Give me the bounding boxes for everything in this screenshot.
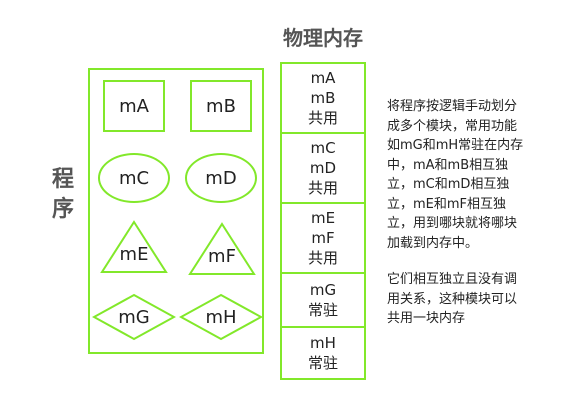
module-me-shape	[100, 220, 168, 273]
module-ma: mA	[103, 80, 165, 132]
description-paragraph-1: 将程序按逻辑手动划分 成多个模块，常用功能 如mG和mH常驻在内存 中，mA和m…	[387, 97, 559, 253]
memory-block-4: mG 常驻	[280, 272, 366, 328]
memory-block-line: mD	[309, 159, 337, 177]
module-mc: mC	[98, 153, 170, 203]
memory-block-line: mH	[310, 334, 336, 352]
module-mg-label: mG	[118, 306, 150, 328]
description-text: 将程序按逻辑手动划分 成多个模块，常用功能 如mG和mH常驻在内存 中，mA和m…	[387, 97, 559, 329]
description-line: 用关系，这种模块可以	[387, 291, 518, 307]
module-mg-shape	[92, 293, 176, 341]
memory-block-line: mG	[309, 281, 337, 299]
program-label-text: 程序	[51, 167, 74, 222]
module-mc-label: mC	[118, 167, 150, 189]
physical-memory-title: 物理内存	[283, 26, 363, 50]
memory-block-line: mB	[310, 89, 336, 107]
description-line: 立，mE和mF相互独	[387, 196, 507, 212]
description-line: 加载到内存中。	[387, 235, 479, 251]
module-mf-label: mF	[208, 245, 236, 267]
memory-block-line: 常驻	[307, 301, 338, 319]
description-line: 立，用到哪块就将哪块	[387, 216, 518, 231]
description-line: 成多个模块，常用功能	[387, 118, 518, 134]
program-container	[88, 68, 264, 354]
module-md: mD	[185, 153, 257, 203]
module-me: mE	[100, 238, 168, 270]
memory-block-line: 共用	[307, 109, 338, 127]
module-mf: mF	[188, 240, 256, 272]
module-md-label: mD	[205, 167, 237, 189]
module-ma-label: mA	[119, 95, 149, 117]
description-line: 将程序按逻辑手动划分	[387, 99, 518, 114]
physical-memory-column: mA mB 共用 mC mD 共用 mE mF 共用 mG 常驻 mH 常驻	[280, 62, 366, 380]
description-line: 共用一块内存	[387, 311, 466, 326]
module-mh: mH	[179, 301, 263, 333]
module-mh-label: mH	[205, 306, 237, 328]
module-mg: mG	[92, 301, 176, 333]
module-mh-shape	[179, 293, 263, 341]
memory-block-2: mC mD 共用	[280, 132, 366, 204]
program-label: 程序	[48, 165, 78, 225]
memory-block-3: mE mF 共用	[280, 202, 366, 274]
module-mf-shape	[188, 222, 256, 275]
memory-block-1: mA mB 共用	[280, 62, 366, 134]
memory-block-5: mH 常驻	[280, 326, 366, 380]
module-me-label: mE	[119, 243, 149, 265]
description-paragraph-2: 它们相互独立且没有调 用关系，这种模块可以 共用一块内存	[387, 270, 559, 329]
memory-block-line: mA	[310, 69, 336, 87]
module-mb: mB	[190, 80, 252, 132]
description-line: 立，mC和mD相互独	[387, 177, 510, 192]
memory-block-line: 常驻	[307, 354, 338, 372]
memory-block-line: mF	[311, 229, 335, 247]
description-line: 中，mA和mB相互独	[387, 157, 509, 173]
memory-block-line: 共用	[307, 249, 338, 267]
memory-block-line: mE	[310, 209, 336, 227]
description-line: 它们相互独立且没有调	[387, 272, 518, 287]
memory-block-line: mC	[310, 139, 336, 157]
memory-block-line: 共用	[307, 179, 338, 197]
module-mb-label: mB	[206, 95, 236, 117]
description-line: 如mG和mH常驻在内存	[387, 138, 524, 153]
